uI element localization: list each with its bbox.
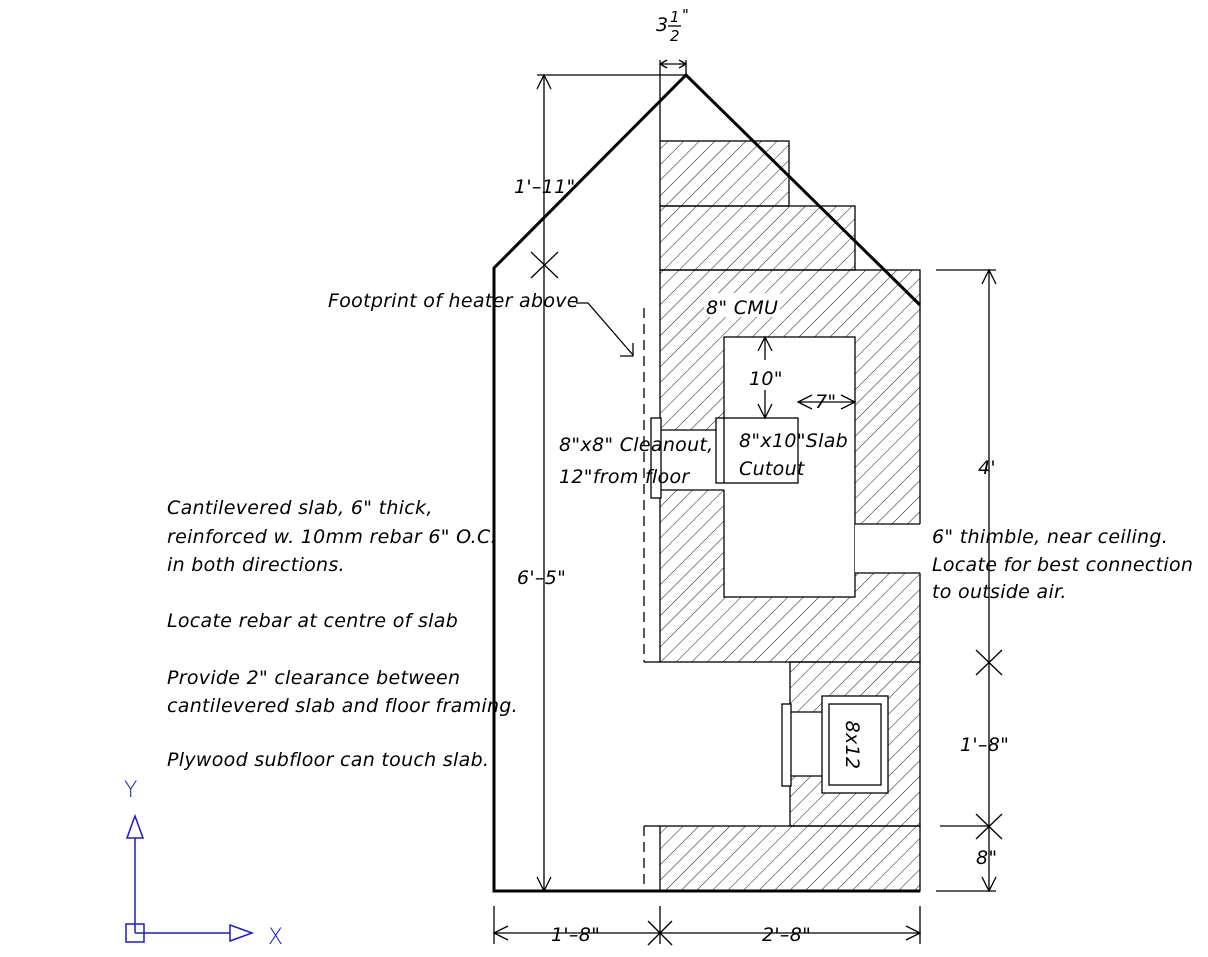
slab-cutout-label-line1: 8"x10"Slab — [739, 430, 848, 452]
footprint-label: Footprint of heater above — [328, 290, 579, 312]
left-height-dimensions: 1'–11" 6'–5" — [514, 73, 686, 893]
thimble-label-line1: 6" thimble, near ceiling. — [932, 526, 1168, 548]
inner-7-label: 7" — [815, 391, 836, 413]
ucs-icon: Y X — [124, 778, 283, 950]
cmu-label: 8" CMU — [706, 297, 778, 319]
box-8x12-inner — [828, 703, 882, 786]
base-slab-block — [659, 825, 921, 892]
peak-dim-den: 2 — [670, 27, 680, 45]
peak-dim-whole: 3 — [656, 14, 668, 36]
ucs-y-label: Y — [124, 778, 137, 803]
peak-dim-num: 1 — [670, 8, 680, 26]
thimble-label-line2: Locate for best connection — [932, 554, 1193, 576]
building-outline — [492, 72, 922, 893]
lower-door — [781, 703, 792, 787]
heater-height-label: 4' — [978, 457, 996, 479]
right-width-label: 2'–8" — [762, 924, 811, 946]
inner-10-label: 10" — [749, 368, 783, 390]
cleanout-label-line2: 12"from floor — [559, 466, 690, 488]
note-clearance-line2: cantilevered slab and floor framing. — [167, 695, 518, 717]
footprint-leader — [576, 302, 634, 356]
cleanout-opening — [660, 430, 725, 490]
note-rebar: Locate rebar at centre of slab — [167, 610, 458, 632]
box-8x12-label: 8x12 — [841, 721, 863, 770]
base-height-label: 8" — [976, 847, 997, 869]
peak-width-dimension: 3 1 2 " — [656, 6, 689, 141]
ucs-x-label: X — [268, 925, 283, 950]
construction-notes: Cantilevered slab, 6" thick, reinforced … — [167, 497, 518, 771]
note-clearance-line1: Provide 2" clearance between — [167, 667, 460, 689]
thimble-label-line3: to outside air. — [932, 581, 1067, 603]
roof-height-label: 1'–11" — [514, 176, 576, 198]
cleanout-label-line1: 8"x8" Cleanout, — [559, 434, 714, 456]
svg-text:": " — [682, 6, 689, 24]
chimney-top-block — [659, 140, 790, 207]
right-height-dimensions: 4' 1'–8" 8" — [936, 268, 1009, 893]
left-width-label: 1'–8" — [551, 924, 600, 946]
thimble-opening — [855, 524, 921, 573]
note-slab-line1: Cantilevered slab, 6" thick, — [167, 497, 433, 519]
inner-dimensions: 10" 7" — [746, 335, 857, 420]
slab-cutout-label-line2: Cutout — [739, 458, 806, 480]
note-slab-line3: in both directions. — [167, 554, 345, 576]
note-plywood: Plywood subfloor can touch slab. — [167, 749, 489, 771]
chimney-second-block — [659, 205, 856, 271]
note-slab-line2: reinforced w. 10mm rebar 6" O.C. — [167, 526, 497, 548]
slab-cutout-box — [715, 417, 799, 484]
total-height-label: 6'–5" — [517, 567, 566, 589]
cleanout-door — [650, 417, 662, 499]
bottom-width-dimensions: 1'–8" 2'–8" — [492, 906, 922, 946]
lower-height-label: 1'–8" — [960, 734, 1009, 756]
